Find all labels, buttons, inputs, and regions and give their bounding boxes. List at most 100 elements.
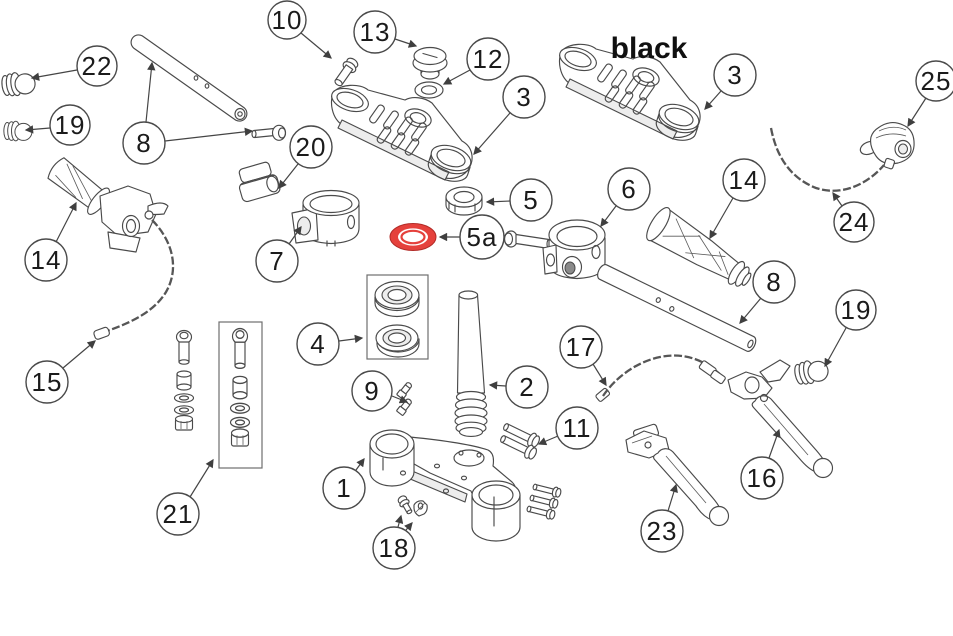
part-20-clamp-block [238, 161, 281, 203]
callout-label-5: 5 [523, 185, 538, 215]
callout-balloon-10[interactable] [267, 0, 307, 40]
callout-balloon-22[interactable] [76, 45, 118, 87]
callout-label-18: 18 [379, 533, 410, 563]
callout-label-14: 14 [729, 165, 760, 195]
callout-balloon-23[interactable] [640, 509, 684, 553]
callout-balloon-5a[interactable] [459, 214, 505, 260]
leader-arrow-19 [824, 327, 847, 368]
callout-balloon-1[interactable] [322, 466, 366, 510]
part-7-bar-clamp [291, 189, 360, 247]
callout-label-5a: 5a [467, 222, 498, 252]
leader-arrow-22 [30, 69, 78, 81]
callout-balloon-3[interactable] [713, 53, 757, 97]
part-18-screws [397, 495, 428, 517]
part-2-steering-stem [454, 290, 488, 437]
callout-balloon-19[interactable] [49, 104, 91, 146]
leader-arrow-9 [391, 395, 409, 404]
callout-balloon-25[interactable] [915, 60, 953, 102]
callout-balloon-24[interactable] [833, 201, 875, 243]
annotation-black: black [611, 32, 688, 65]
callout-balloon-19[interactable] [835, 289, 877, 331]
part-21-fastener-kit [173, 321, 263, 469]
callout-label-11: 11 [563, 413, 592, 443]
leader-arrow-13 [394, 38, 418, 48]
part-12-washer [414, 81, 444, 99]
part-16-lever-assembly [698, 359, 834, 479]
callout-label-3: 3 [516, 82, 531, 112]
callout-label-16: 16 [747, 463, 778, 493]
callout-balloon-14[interactable] [24, 238, 68, 282]
callout-balloon-12[interactable] [466, 37, 510, 81]
callout-balloon-13[interactable] [353, 10, 397, 54]
leader-arrow-4 [338, 334, 364, 344]
leader-arrow-20 [278, 163, 299, 189]
callout-balloon-7[interactable] [255, 239, 299, 283]
part-24-throttle-cable [769, 127, 885, 192]
callout-balloon-16[interactable] [740, 456, 784, 500]
callout-label-24: 24 [839, 207, 870, 237]
callout-balloon-3[interactable] [502, 75, 546, 119]
part-4-bearing-kit [366, 274, 429, 360]
callout-balloon-8[interactable] [752, 260, 796, 304]
callout-balloon-20[interactable] [289, 125, 333, 169]
part-11-bolts [500, 423, 541, 460]
leader-arrow-15 [62, 340, 96, 369]
leader-arrow-14 [709, 197, 734, 240]
part-15-cable [93, 219, 175, 340]
part-9-grease-fittings [396, 382, 413, 416]
part-clamp-bolts-set [526, 483, 562, 520]
callout-label-4: 4 [310, 329, 325, 359]
callout-balloon-4[interactable] [296, 322, 340, 366]
part-14-grip [646, 207, 752, 287]
leader-arrow-18 [404, 522, 413, 532]
part-19-bar-end-plug-left [3, 120, 33, 142]
leader-arrow-23 [667, 483, 678, 512]
callout-balloon-9[interactable] [351, 370, 393, 412]
leader-arrow-1 [355, 457, 365, 471]
part-13-stem-nut [412, 46, 448, 80]
callout-label-13: 13 [360, 17, 391, 47]
leader-arrow-5 [485, 197, 511, 206]
callout-label-2: 2 [519, 372, 534, 402]
callout-label-7: 7 [269, 246, 284, 276]
leader-arrow-6 [600, 205, 617, 228]
callout-balloon-21[interactable] [156, 492, 200, 536]
callout-balloon-8[interactable] [122, 121, 166, 165]
callout-label-17: 17 [566, 332, 597, 362]
leader-arrow-11 [537, 435, 559, 446]
part-5a-washer-highlighted [389, 223, 437, 251]
callout-balloon-15[interactable] [25, 360, 69, 404]
part-1-bottom-triple-clamp [369, 429, 521, 542]
part-10-bolt [334, 57, 359, 87]
callout-label-19: 19 [841, 295, 872, 325]
leader-arrow-8 [739, 297, 762, 324]
callout-balloon-14[interactable] [722, 158, 766, 202]
callout-balloon-11[interactable] [555, 406, 599, 450]
callout-label-8: 8 [136, 128, 151, 158]
leader-arrow-18 [395, 514, 404, 528]
part-22-bar-end-plug [0, 69, 38, 99]
leader-arrow-17 [592, 363, 607, 387]
leader-arrow-2 [488, 381, 507, 390]
part-14-throttle-assembly [47, 157, 169, 253]
callout-label-23: 23 [647, 516, 678, 546]
leader-arrow-10 [300, 32, 332, 59]
leader-arrow-3 [704, 90, 722, 110]
leader-arrow-21 [189, 458, 214, 498]
part-3-top-triple-clamp [328, 83, 476, 187]
callout-label-20: 20 [296, 132, 327, 162]
part-5-ring-nut [445, 186, 483, 216]
part-8-pinch-bolt [251, 124, 287, 141]
callout-balloon-6[interactable] [607, 167, 651, 211]
callout-balloon-17[interactable] [559, 325, 603, 369]
callout-balloon-5[interactable] [509, 178, 553, 222]
callout-balloon-2[interactable] [505, 365, 549, 409]
callout-balloon-18[interactable] [372, 526, 416, 570]
callout-label-12: 12 [473, 44, 504, 74]
callout-label-10: 10 [272, 5, 303, 35]
leader-arrow-25 [907, 97, 927, 128]
leader-arrow-7 [288, 225, 302, 245]
callout-label-25: 25 [921, 66, 952, 96]
